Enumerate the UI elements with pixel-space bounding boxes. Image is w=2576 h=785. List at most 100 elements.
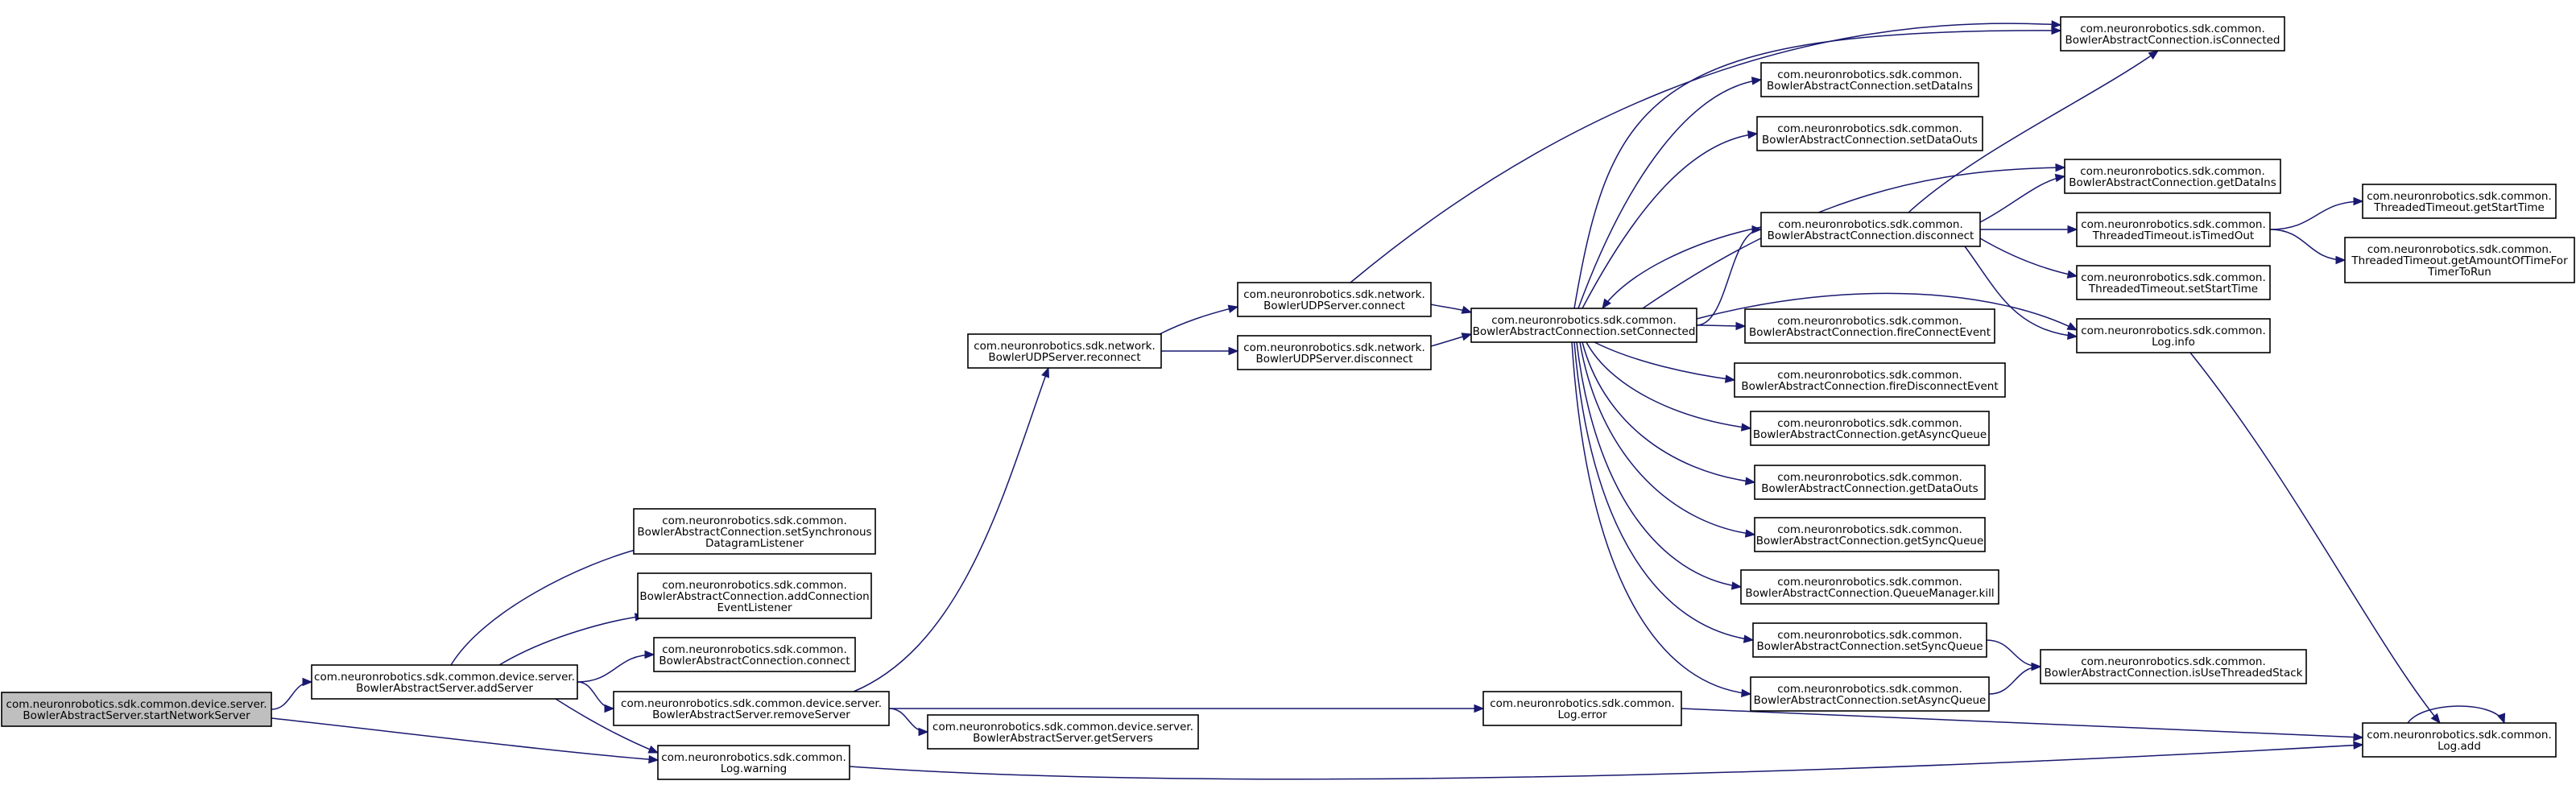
node-box <box>1734 362 2006 398</box>
node-queueKill[interactable]: com.neuronrobotics.sdk.common.BowlerAbst… <box>1740 569 1999 605</box>
arrowhead <box>1730 581 1743 590</box>
node-label-line: BowlerAbstractConnection.QueueManager.ki… <box>1745 587 1994 600</box>
arrowhead <box>2067 331 2078 341</box>
node-label-line: BowlerAbstractConnection.setDataOuts <box>1762 134 1978 147</box>
node-box <box>1744 308 1995 344</box>
edge-setConnected-to-getDataIns <box>1642 163 2066 309</box>
node-getServers[interactable]: com.neuronrobotics.sdk.common.device.ser… <box>927 714 1199 750</box>
node-isUseThreadedStack[interactable]: com.neuronrobotics.sdk.common.BowlerAbst… <box>2040 649 2307 684</box>
node-getStartTime[interactable]: com.neuronrobotics.sdk.common.ThreadedTi… <box>2362 184 2557 219</box>
node-setDataIns[interactable]: com.neuronrobotics.sdk.common.BowlerAbst… <box>1760 62 1979 97</box>
nodes-layer: com.neuronrobotics.sdk.common.device.ser… <box>1 16 2575 780</box>
arrowhead <box>647 745 660 754</box>
node-label-line: com.neuronrobotics.sdk.common. <box>2367 729 2552 742</box>
edge-line <box>1582 133 1758 309</box>
node-label-line: BowlerAbstractConnection.isConnected <box>2065 34 2280 47</box>
edge-line <box>1586 341 1751 429</box>
node-label-line: ThreadedTimeout.setStartTime <box>2088 283 2258 295</box>
edge-setConnected-to-setDataIns <box>1577 76 1763 309</box>
node-setDataOuts[interactable]: com.neuronrobotics.sdk.common.BowlerAbst… <box>1756 116 1983 151</box>
edge-isTimedOut-to-getAmountOfTime <box>2269 229 2347 265</box>
edge-addServer-to-connect <box>577 650 655 683</box>
node-startNetworkServer[interactable]: com.neuronrobotics.sdk.common.device.ser… <box>1 692 272 727</box>
edge-line <box>1350 23 2061 283</box>
edge-line <box>2407 705 2505 724</box>
edge-line <box>450 547 645 666</box>
edge-disconnect-to-isConnected <box>1908 50 2160 213</box>
arrowhead <box>648 754 660 764</box>
arrowhead <box>2067 225 2078 234</box>
edge-line <box>853 367 1049 692</box>
node-box <box>967 333 1162 369</box>
node-box <box>1760 62 1979 97</box>
edge-setConnected-to-fireConnectEvent <box>1696 321 1747 331</box>
node-warning[interactable]: com.neuronrobotics.sdk.common.Log.warnin… <box>657 745 850 780</box>
edge-line <box>1582 341 1755 483</box>
edge-disconnect-to-setStartTime <box>1979 238 2078 279</box>
node-box <box>1237 335 1432 370</box>
node-addConnectionEventListener[interactable]: com.neuronrobotics.sdk.common.BowlerAbst… <box>637 572 872 619</box>
edge-line <box>498 615 645 666</box>
edge-setConnected-to-isConnected <box>1573 26 2062 309</box>
edge-line <box>1964 246 2078 337</box>
node-label-line: BowlerAbstractConnection.fireDisconnectE… <box>1741 380 1998 393</box>
node-setSyncDatagramListener[interactable]: com.neuronrobotics.sdk.common.BowlerAbst… <box>633 508 876 555</box>
node-label-line: com.neuronrobotics.sdk.common. <box>2081 655 2266 668</box>
node-fireConnectEvent[interactable]: com.neuronrobotics.sdk.common.BowlerAbst… <box>1744 308 1995 344</box>
node-label-line: Log.warning <box>721 762 787 775</box>
arrowhead <box>1751 76 1763 85</box>
node-getAmountOfTime[interactable]: com.neuronrobotics.sdk.common.ThreadedTi… <box>2344 237 2575 283</box>
edge-isTimedOut-to-getStartTime <box>2269 196 2364 230</box>
edge-line <box>1579 341 1755 535</box>
node-label-line: com.neuronrobotics.sdk.common. <box>1777 471 1962 484</box>
edge-line <box>1576 341 1742 588</box>
node-label-line: com.neuronrobotics.sdk.network. <box>1243 288 1425 301</box>
edge-startNetworkServer-to-addServer <box>271 677 313 710</box>
node-getSyncQueue[interactable]: com.neuronrobotics.sdk.common.BowlerAbst… <box>1754 517 1986 552</box>
node-isTimedOut[interactable]: com.neuronrobotics.sdk.common.ThreadedTi… <box>2076 212 2271 247</box>
edge-reconnect-to-udpConnect <box>1159 304 1239 335</box>
node-label-line: BowlerAbstractConnection.getDataOuts <box>1761 482 1978 495</box>
edge-disconnect-to-getDataIns <box>1979 173 2066 223</box>
node-info[interactable]: com.neuronrobotics.sdk.common.Log.info <box>2076 318 2271 353</box>
node-label-line: ThreadedTimeout.getAmountOfTimeFor <box>2351 254 2568 267</box>
node-getDataIns[interactable]: com.neuronrobotics.sdk.common.BowlerAbst… <box>2064 159 2281 194</box>
node-box <box>1237 282 1432 317</box>
node-label-line: com.neuronrobotics.sdk.common. <box>2081 218 2266 231</box>
arrowhead <box>2353 733 2364 742</box>
node-udpConnect[interactable]: com.neuronrobotics.sdk.network.BowlerUDP… <box>1237 282 1432 317</box>
node-box <box>1752 622 1987 658</box>
node-label-line: BowlerAbstractServer.getServers <box>973 732 1153 745</box>
node-box <box>2064 159 2281 194</box>
node-setAsyncQueue[interactable]: com.neuronrobotics.sdk.common.BowlerAbst… <box>1750 676 1990 712</box>
node-removeServer[interactable]: com.neuronrobotics.sdk.common.device.ser… <box>613 691 890 726</box>
node-box <box>1470 308 1697 343</box>
node-udpDisconnect[interactable]: com.neuronrobotics.sdk.network.BowlerUDP… <box>1237 335 1432 370</box>
node-reconnect[interactable]: com.neuronrobotics.sdk.network.BowlerUDP… <box>967 333 1162 369</box>
node-setSyncQueue[interactable]: com.neuronrobotics.sdk.common.BowlerAbst… <box>1752 622 1987 658</box>
node-label-line: BowlerUDPServer.reconnect <box>988 351 1140 364</box>
node-addServer[interactable]: com.neuronrobotics.sdk.common.device.ser… <box>311 664 578 700</box>
node-box <box>1754 465 1986 500</box>
node-add[interactable]: com.neuronrobotics.sdk.common.Log.add <box>2362 722 2557 758</box>
node-getAsyncQueue[interactable]: com.neuronrobotics.sdk.common.BowlerAbst… <box>1750 411 1990 446</box>
node-error[interactable]: com.neuronrobotics.sdk.common.Log.error <box>1482 691 1682 726</box>
node-getDataOuts[interactable]: com.neuronrobotics.sdk.common.BowlerAbst… <box>1754 465 1986 500</box>
arrowhead <box>1741 688 1752 698</box>
node-box <box>2040 649 2307 684</box>
node-box <box>2076 212 2271 247</box>
node-box <box>2076 265 2271 300</box>
node-isConnected[interactable]: com.neuronrobotics.sdk.common.BowlerAbst… <box>2060 16 2285 52</box>
node-fireDisconnectEvent[interactable]: com.neuronrobotics.sdk.common.BowlerAbst… <box>1734 362 2006 398</box>
node-setStartTime[interactable]: com.neuronrobotics.sdk.common.ThreadedTi… <box>2076 265 2271 300</box>
node-connect[interactable]: com.neuronrobotics.sdk.common.BowlerAbst… <box>653 637 856 672</box>
edge-setConnected-to-getSyncQueue <box>1579 341 1756 538</box>
node-setConnected[interactable]: com.neuronrobotics.sdk.common.BowlerAbst… <box>1470 308 1697 343</box>
edge-line <box>1986 639 2041 667</box>
edge-warning-to-add <box>849 741 2364 780</box>
node-label-line: com.neuronrobotics.sdk.common. <box>2081 324 2266 337</box>
node-disconnect[interactable]: com.neuronrobotics.sdk.common.BowlerAbst… <box>1760 212 1981 247</box>
node-label-line: BowlerAbstractConnection.getSyncQueue <box>1756 535 1984 547</box>
edge-line <box>1908 50 2159 213</box>
